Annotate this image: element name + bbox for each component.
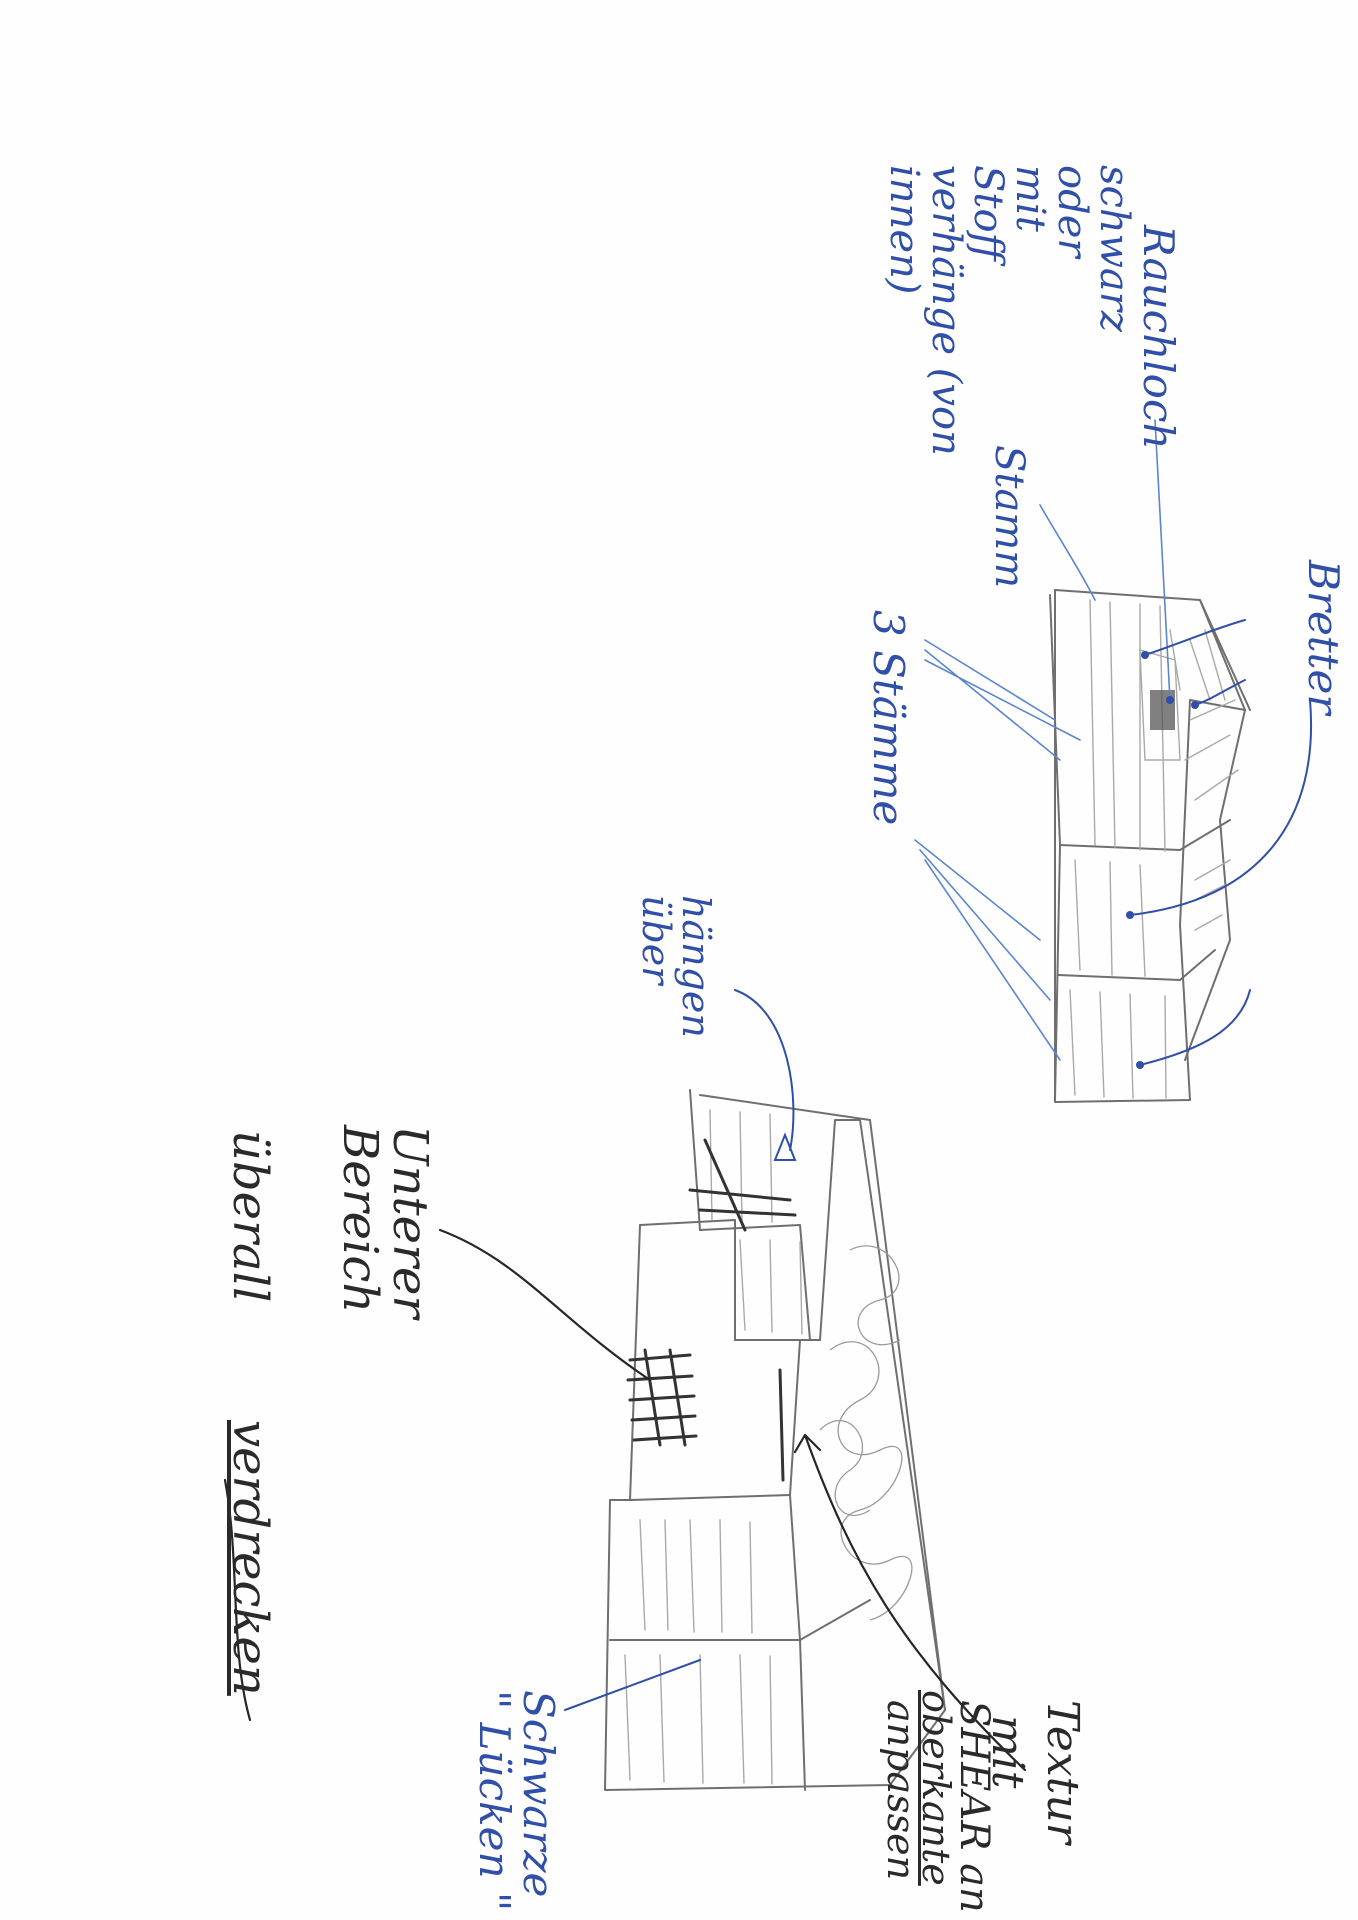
note-haengen-ueber: hängen über: [635, 895, 715, 1038]
lower-structure-sketch: [605, 1090, 945, 1790]
lower-leader-lines: [565, 990, 795, 1710]
note-stamm: Stamm: [988, 445, 1030, 588]
note-unterer-bereich: Unterer Bereich: [334, 1125, 435, 1318]
upper-hut-sketch: [1050, 590, 1250, 1102]
note-textur-line3: SHEAR an: [953, 1700, 995, 1913]
note-schwarz-oder-mit-stoff: schwarz oder mit Stoff verhänge (von inn…: [883, 165, 1135, 456]
note-rauchloch: Rauchloch: [1136, 225, 1180, 450]
note-bretter: Bretter: [1301, 560, 1345, 715]
note-drei-staemme: 3 Stämme: [866, 610, 910, 825]
note-textur-line1: Textur: [1039, 1700, 1085, 1844]
note-ueberall: überall: [225, 1130, 275, 1302]
note-textur-line5: anpassen: [880, 1700, 920, 1880]
note-schwarze-luecken: Schwarze " Lücken ": [472, 1690, 560, 1911]
note-verdrecken: verdrecken: [225, 1420, 275, 1696]
